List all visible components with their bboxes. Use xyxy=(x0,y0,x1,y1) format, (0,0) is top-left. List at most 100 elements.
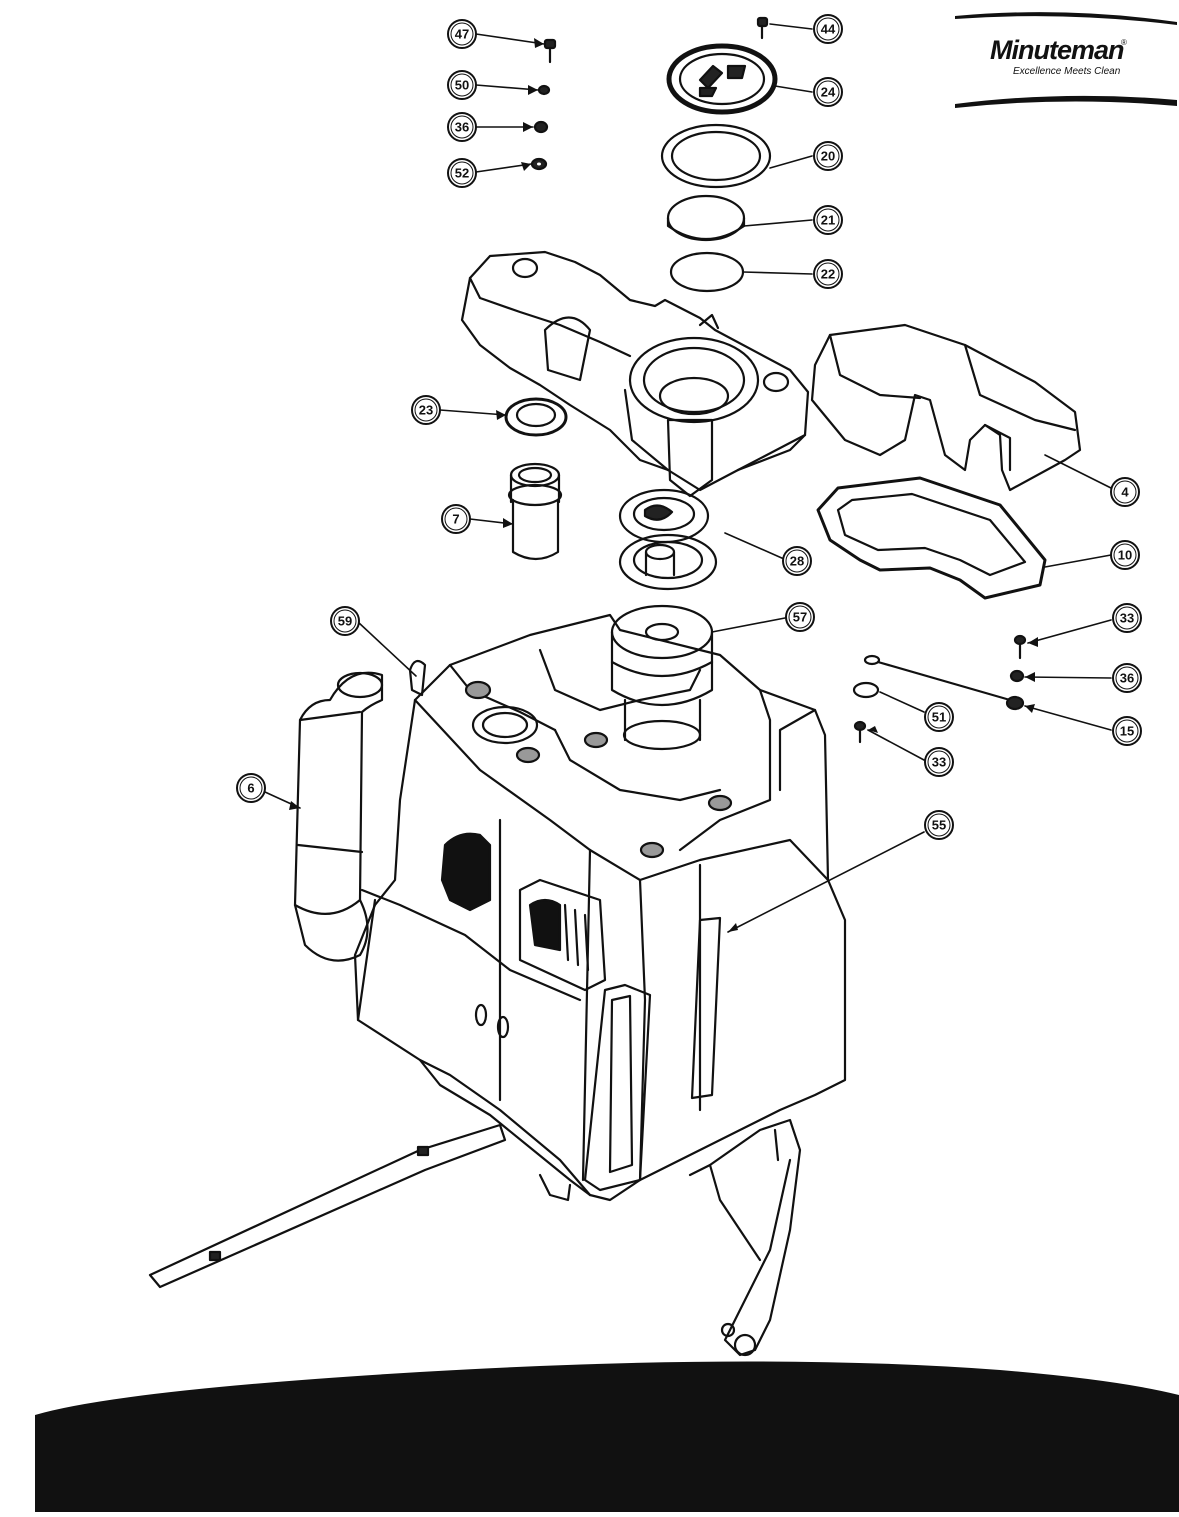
screw-33-upper-part xyxy=(1013,634,1027,660)
callout-inner-ring xyxy=(816,262,840,286)
callout-circle xyxy=(813,259,843,289)
callout-inner-ring xyxy=(927,705,951,729)
callout-c59: 59 xyxy=(330,606,360,636)
callout-label: 33 xyxy=(1120,611,1134,626)
callout-c6: 6 xyxy=(236,773,266,803)
callout-label: 24 xyxy=(821,85,836,100)
callout-circle xyxy=(1110,540,1140,570)
callout-circle xyxy=(447,19,477,49)
callout-c20: 20 xyxy=(813,141,843,171)
callout-circle xyxy=(447,70,477,100)
callout-circle xyxy=(447,112,477,142)
callout-label: 55 xyxy=(932,818,946,833)
minuteman-logo: Minuteman ® Excellence Meets Clean xyxy=(955,8,1177,108)
leader-arrowheads xyxy=(289,38,1038,932)
callout-circle xyxy=(441,504,471,534)
nut-36-right-part xyxy=(1009,669,1025,683)
logo-swoosh-icon xyxy=(955,12,1177,108)
callout-inner-ring xyxy=(816,80,840,104)
callout-c10: 10 xyxy=(1110,540,1140,570)
callout-c55: 55 xyxy=(924,810,954,840)
nut-50-part xyxy=(537,84,551,96)
callout-c28: 28 xyxy=(782,546,812,576)
callout-circle xyxy=(1112,716,1142,746)
motor-57-part xyxy=(610,604,714,751)
callout-inner-ring xyxy=(785,549,809,573)
valve-28-part xyxy=(618,488,718,591)
callout-inner-ring xyxy=(927,813,951,837)
callout-inner-ring xyxy=(816,17,840,41)
callout-c52: 52 xyxy=(447,158,477,188)
callout-c33b: 33 xyxy=(924,747,954,777)
callout-label: 57 xyxy=(793,610,807,625)
callout-inner-ring xyxy=(816,144,840,168)
callout-c22: 22 xyxy=(813,259,843,289)
callout-c57: 57 xyxy=(785,602,815,632)
ring-23-part xyxy=(504,397,568,437)
callout-circle xyxy=(813,14,843,44)
callout-inner-ring xyxy=(414,398,438,422)
filter-21-part xyxy=(666,194,746,242)
callout-inner-ring xyxy=(1115,606,1139,630)
callout-c4: 4 xyxy=(1110,477,1140,507)
callout-label: 51 xyxy=(932,710,946,725)
callout-circle xyxy=(330,606,360,636)
callout-circle xyxy=(1110,477,1140,507)
callout-label: 52 xyxy=(455,166,469,181)
callout-inner-ring xyxy=(1115,666,1139,690)
tube-7-part xyxy=(507,462,563,561)
callout-inner-ring xyxy=(1113,543,1137,567)
callout-inner-ring xyxy=(816,208,840,232)
cover-24-part xyxy=(666,43,778,115)
callout-c36b: 36 xyxy=(1112,663,1142,693)
callout-inner-ring xyxy=(450,115,474,139)
callout-circle xyxy=(411,395,441,425)
callout-label: 33 xyxy=(932,755,946,770)
callout-label: 4 xyxy=(1121,485,1129,500)
callout-inner-ring xyxy=(927,750,951,774)
callout-circle xyxy=(813,77,843,107)
callout-circle xyxy=(813,141,843,171)
callout-label: 20 xyxy=(821,149,835,164)
brand-name: Minuteman xyxy=(990,35,1125,65)
callout-label: 15 xyxy=(1120,724,1134,739)
callout-c44: 44 xyxy=(813,14,843,44)
callout-label: 21 xyxy=(821,213,835,228)
callout-inner-ring xyxy=(1113,480,1137,504)
callout-circle xyxy=(782,546,812,576)
callout-inner-ring xyxy=(333,609,357,633)
gasket-20-part xyxy=(660,123,772,189)
recovery-tank-body xyxy=(353,613,847,1202)
callout-label: 10 xyxy=(1118,548,1132,563)
callout-label: 36 xyxy=(1120,671,1134,686)
callout-inner-ring xyxy=(1115,719,1139,743)
callout-c50: 50 xyxy=(447,70,477,100)
callout-label: 23 xyxy=(419,403,433,418)
brand-tagline: Excellence Meets Clean xyxy=(1013,66,1121,77)
callout-c23: 23 xyxy=(411,395,441,425)
gasket-10-part xyxy=(816,476,1047,600)
callout-c24: 24 xyxy=(813,77,843,107)
callout-c21: 21 xyxy=(813,205,843,235)
cable-15-part xyxy=(863,654,1025,711)
callout-circle xyxy=(924,747,954,777)
screw-47-part xyxy=(543,38,557,64)
callout-label: 22 xyxy=(821,267,835,282)
callout-circle xyxy=(924,702,954,732)
screw-33-lower-part xyxy=(853,720,867,744)
callout-inner-ring xyxy=(239,776,263,800)
callout-c15: 15 xyxy=(1112,716,1142,746)
callout-circle xyxy=(447,158,477,188)
callout-label: 50 xyxy=(455,78,469,93)
page-footer-swoosh xyxy=(35,1361,1179,1512)
washer-52-part xyxy=(530,157,548,171)
brand-registered-mark: ® xyxy=(1121,38,1127,47)
washer-51-part xyxy=(852,681,880,699)
cover-4-part xyxy=(810,323,1082,492)
nut-36-part xyxy=(533,120,549,134)
callout-inner-ring xyxy=(450,22,474,46)
callout-inner-ring xyxy=(444,507,468,531)
callout-circle xyxy=(924,810,954,840)
